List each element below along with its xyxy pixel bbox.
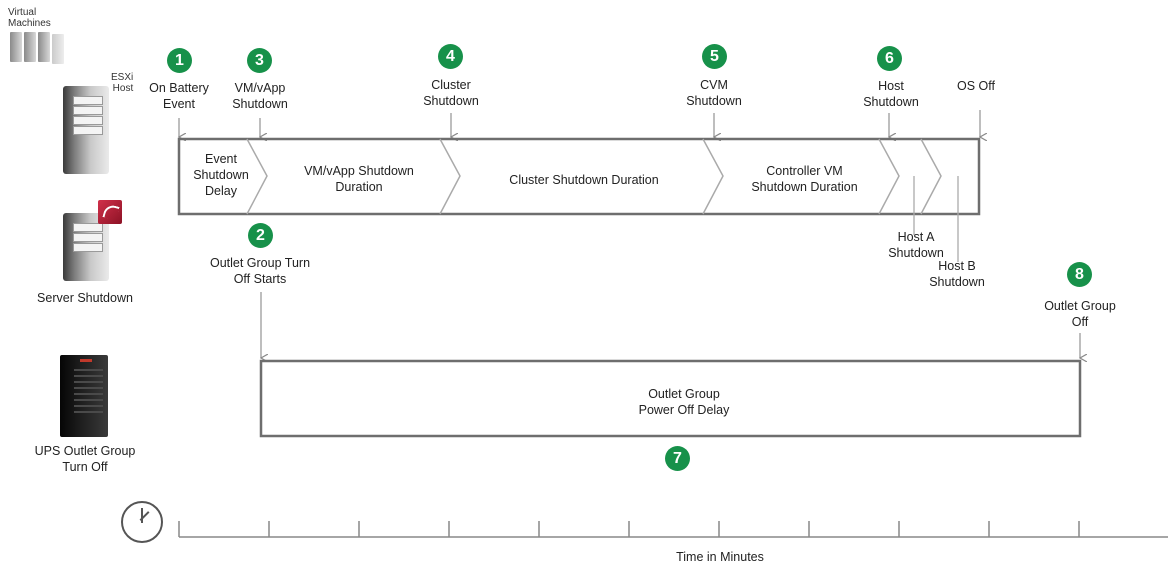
outlet-group-power-off-delay-text: Outlet Group Power Off Delay xyxy=(638,387,730,417)
on-battery-event-label: On Battery Event xyxy=(149,81,209,111)
host-b-shutdown-label: Host B Shutdown xyxy=(929,259,985,289)
host-shutdown-label: Host Shutdown xyxy=(863,79,919,109)
clock-icon xyxy=(121,501,163,543)
step-7-badge: 7 xyxy=(665,446,690,471)
step-4-badge: 4 xyxy=(438,44,463,69)
esxi-host-server-icon xyxy=(63,86,109,174)
ups-icon xyxy=(60,355,108,437)
cluster-shutdown-duration-phase: Cluster Shutdown Duration xyxy=(509,173,659,187)
shutdown-sequence-box xyxy=(177,137,981,216)
cluster-shutdown-label: Cluster Shutdown xyxy=(423,78,479,108)
server-shutdown-icon xyxy=(63,213,109,281)
outlet-group-off-label: Outlet Group Off xyxy=(1044,299,1116,329)
outlet-group-turn-off-starts-label: Outlet Group Turn Off Starts xyxy=(209,256,311,286)
step-6-badge: 6 xyxy=(877,46,902,71)
controller-vm-shutdown-duration-phase: Controller VM Shutdown Duration xyxy=(751,164,858,194)
server-shutdown-label: Server Shutdown xyxy=(37,291,133,305)
outlet-delay-box xyxy=(259,359,1082,438)
esxi-host-label: ESXi Host xyxy=(111,72,134,94)
virtual-machines-label: Virtual Machines xyxy=(8,7,51,29)
step-3-badge: 3 xyxy=(247,48,272,73)
step-1-badge: 1 xyxy=(167,48,192,73)
vm-vapp-shutdown-label: VM/vApp Shutdown xyxy=(232,81,288,111)
event-shutdown-delay-phase: Event Shutdown Delay xyxy=(193,152,249,198)
step-5-badge: 5 xyxy=(702,44,727,69)
shutdown-agent-logo-icon xyxy=(98,200,122,224)
vm-vapp-shutdown-duration-phase: VM/vApp Shutdown Duration xyxy=(304,164,414,194)
cvm-shutdown-label: CVM Shutdown xyxy=(686,78,742,108)
step-2-badge: 2 xyxy=(248,223,273,248)
os-off-label: OS Off xyxy=(957,79,995,93)
ups-outlet-group-label: UPS Outlet Group Turn Off xyxy=(34,444,136,474)
step-8-badge: 8 xyxy=(1067,262,1092,287)
time-axis-label: Time in Minutes xyxy=(676,550,764,564)
host-a-shutdown-label: Host A Shutdown xyxy=(888,230,944,260)
